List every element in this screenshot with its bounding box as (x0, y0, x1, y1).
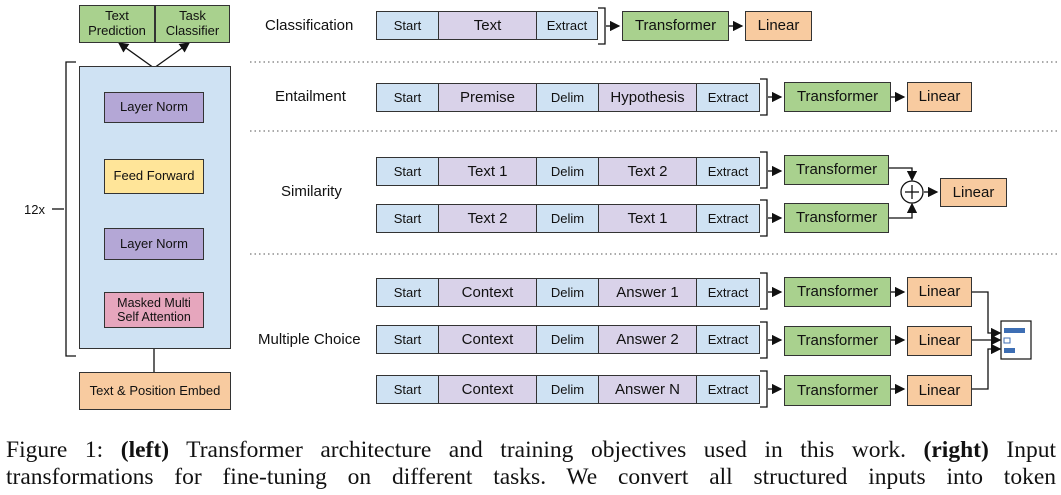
task-label-entailment: Entailment (275, 88, 346, 105)
feed-forward: Feed Forward (104, 159, 204, 194)
text-position-embed: Text & Position Embed (79, 372, 231, 410)
token-premise: Premise (439, 84, 537, 111)
token-start: Start (377, 326, 439, 353)
token-extract: Extract (697, 158, 759, 185)
token-start: Start (377, 158, 439, 185)
caption-line-2: transformations for fine-tuning on diffe… (6, 464, 1056, 490)
transformer-block: Transformer (784, 203, 889, 233)
similarity-input-2: Start Text 2 Delim Text 1 Extract (376, 204, 760, 233)
choice-input-n: Start Context Delim Answer N Extract (376, 375, 760, 404)
token-text2: Text 2 (439, 205, 537, 232)
token-context: Context (439, 376, 537, 403)
token-context: Context (439, 279, 537, 306)
transformer-block: Transformer (784, 82, 891, 112)
linear-block: Linear (940, 178, 1007, 207)
text-prediction-head: Text Prediction (79, 5, 155, 43)
layer-norm-bottom: Layer Norm (104, 228, 204, 260)
token-start: Start (377, 84, 439, 111)
linear-block: Linear (745, 11, 812, 41)
token-start: Start (377, 12, 439, 39)
transformer-block: Transformer (784, 326, 891, 356)
token-answerN: Answer N (599, 376, 697, 403)
task-classifier-head: Task Classifier (155, 5, 230, 43)
linear-block: Linear (907, 82, 972, 112)
token-answer1: Answer 1 (599, 279, 697, 306)
token-hypothesis: Hypothesis (599, 84, 697, 111)
token-delim: Delim (537, 376, 599, 403)
layer-norm-top: Layer Norm (104, 92, 204, 123)
token-text1: Text 1 (439, 158, 537, 185)
token-answer2: Answer 2 (599, 326, 697, 353)
caption-line-1: Figure 1: (left) Transformer architectur… (6, 437, 1056, 463)
token-extract: Extract (697, 84, 759, 111)
token-text2: Text 2 (599, 158, 697, 185)
similarity-input-1: Start Text 1 Delim Text 2 Extract (376, 157, 760, 186)
linear-block: Linear (907, 277, 972, 307)
transformer-block: Transformer (622, 11, 729, 41)
token-context: Context (439, 326, 537, 353)
token-extract: Extract (697, 376, 759, 403)
linear-block: Linear (907, 375, 972, 406)
token-text: Text (439, 12, 537, 39)
transformer-block: Transformer (784, 277, 891, 307)
token-extract: Extract (697, 205, 759, 232)
classification-input: Start Text Extract (376, 11, 598, 40)
transformer-block: Transformer (784, 375, 891, 406)
figure-caption: Figure 1: (left) Transformer architectur… (6, 437, 1056, 491)
token-delim: Delim (537, 279, 599, 306)
task-label-classification: Classification (265, 17, 354, 34)
token-extract: Extract (537, 12, 597, 39)
repeat-label: 12x (24, 202, 45, 217)
linear-block: Linear (907, 326, 972, 356)
token-delim: Delim (537, 326, 599, 353)
token-text1: Text 1 (599, 205, 697, 232)
token-extract: Extract (697, 279, 759, 306)
token-start: Start (377, 279, 439, 306)
token-extract: Extract (697, 326, 759, 353)
token-delim: Delim (537, 158, 599, 185)
entailment-input: Start Premise Delim Hypothesis Extract (376, 83, 760, 112)
softmax-icon (1000, 320, 1032, 360)
task-label-multiple-choice: Multiple Choice (258, 331, 361, 348)
token-start: Start (377, 205, 439, 232)
token-start: Start (377, 376, 439, 403)
token-delim: Delim (537, 84, 599, 111)
choice-input-2: Start Context Delim Answer 2 Extract (376, 325, 760, 354)
token-delim: Delim (537, 205, 599, 232)
transformer-block: Transformer (784, 155, 889, 185)
masked-self-attention: Masked Multi Self Attention (104, 292, 204, 328)
task-label-similarity: Similarity (281, 183, 342, 200)
choice-input-1: Start Context Delim Answer 1 Extract (376, 278, 760, 307)
